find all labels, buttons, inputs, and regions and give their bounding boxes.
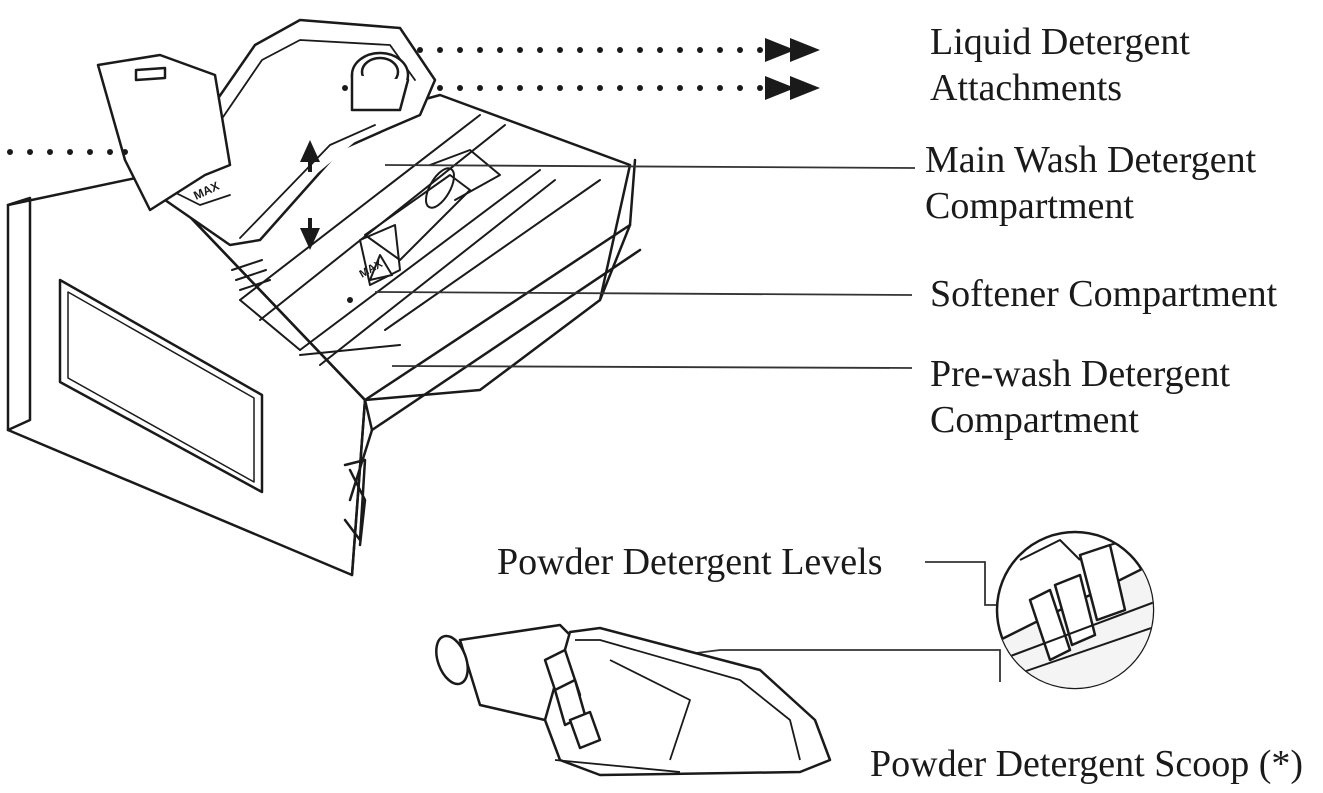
drawer-rail [343,458,367,542]
leader-prewash [391,365,913,369]
level-arrow-icon [300,140,320,250]
label-prewash-line2: Compartment [930,399,1139,441]
container-lid [96,53,232,212]
powder-scoop [435,623,832,777]
label-powder-levels: Powder Detergent Levels [497,541,883,583]
dotted-arrow-upper [417,38,820,62]
liquid-detergent-container [163,18,437,247]
dotted-arrow-lower [342,76,820,100]
label-liquid-detergent-line1: Liquid Detergent [930,21,1190,63]
label-softener: Softener Compartment [930,273,1278,315]
label-prewash-line1: Pre-wash Detergent [930,353,1231,395]
label-powder-scoop: Powder Detergent Scoop (*) [870,743,1304,785]
compartment-dividers [231,114,601,366]
powder-levels-zoom [995,530,1155,690]
label-main-wash-line2: Compartment [925,185,1134,227]
leader-softener [374,291,913,296]
dotted-line-left [7,149,128,155]
label-liquid-detergent-line2: Attachments [930,67,1123,109]
leader-main-wash [384,164,916,169]
label-main-wash-line1: Main Wash Detergent [925,139,1257,181]
